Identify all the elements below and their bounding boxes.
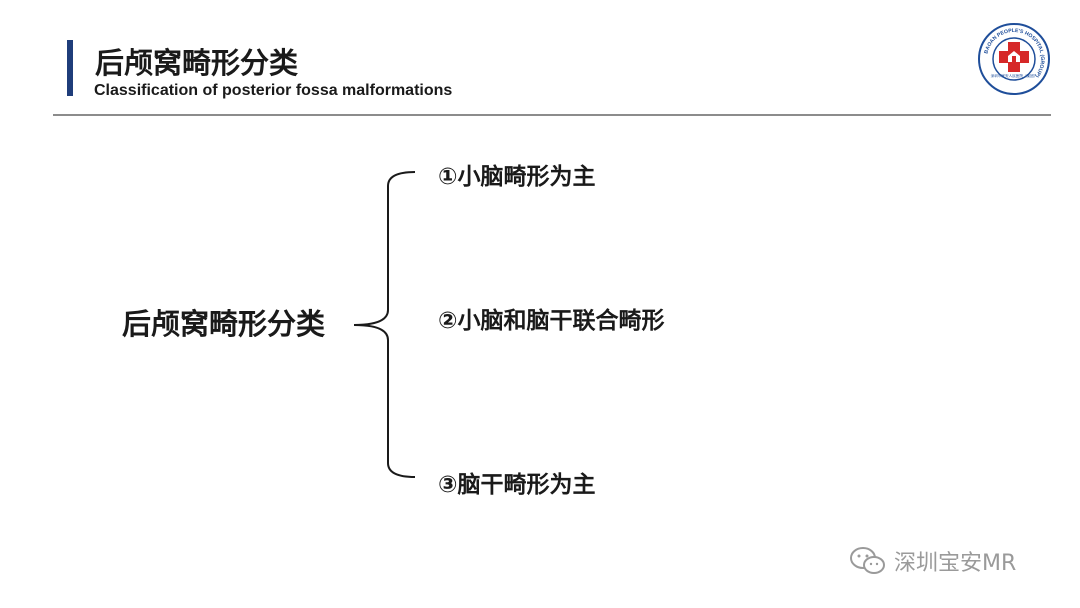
- diagram-root-label: 后颅窝畸形分类: [122, 307, 326, 341]
- title-accent-bar: [67, 40, 73, 96]
- branch-item-1: ①小脑畸形为主: [438, 164, 596, 190]
- watermark: 深圳宝安MR: [848, 545, 1016, 577]
- hospital-logo: BAOAN PEOPLE'S HOSPITAL (GROUP) 深圳市宝安人民医…: [978, 23, 1050, 95]
- curly-brace-connector: [353, 171, 416, 478]
- page-title: 后颅窝畸形分类: [95, 46, 299, 80]
- header-divider: [53, 114, 1051, 116]
- logo-inner-text: 深圳市宝安人民医院（集团）: [991, 73, 1038, 78]
- branch-item-3: ③脑干畸形为主: [438, 472, 596, 498]
- watermark-text: 深圳宝安MR: [894, 551, 1017, 576]
- page-subtitle: Classification of posterior fossa malfor…: [94, 82, 453, 99]
- branch-item-2: ②小脑和脑干联合畸形: [438, 308, 665, 334]
- wechat-icon: [850, 547, 885, 574]
- red-cross-icon: [999, 42, 1029, 72]
